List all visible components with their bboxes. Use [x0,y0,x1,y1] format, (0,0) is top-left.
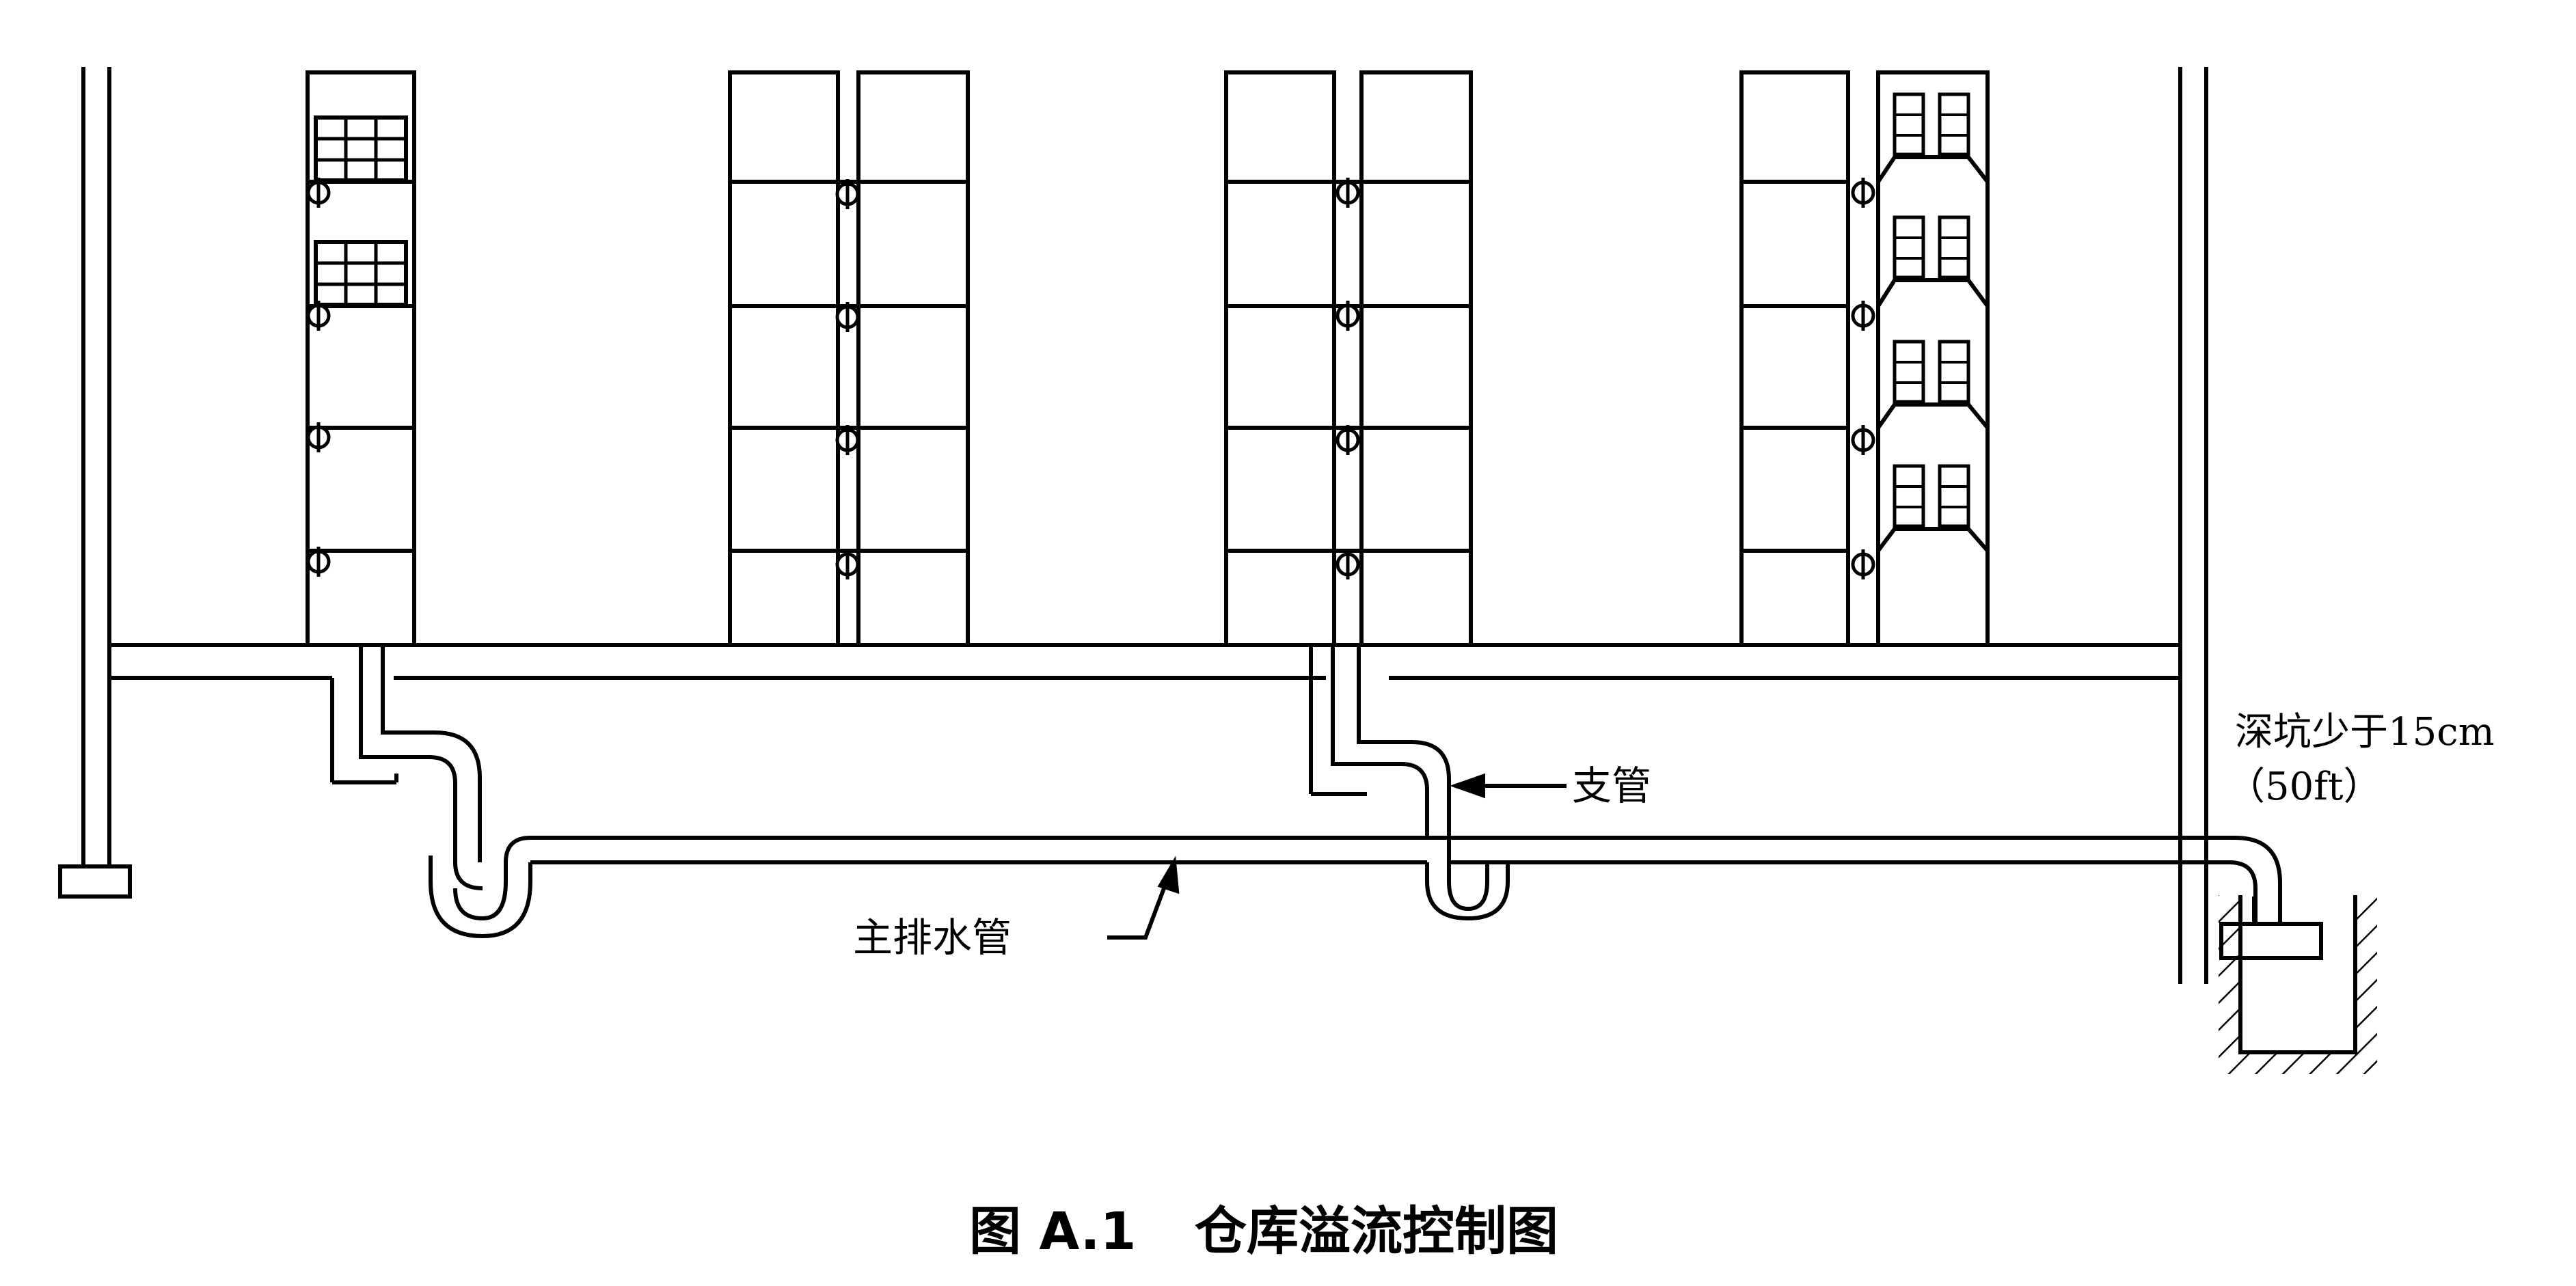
valve-icon [1338,549,1358,579]
main-drain-label: 主排水管 [853,914,1012,961]
leader-branch-pipe [1449,773,1567,799]
pit-depth-note: 深坑少于15cm [2235,710,2495,754]
window-icon [316,118,406,180]
branch-pipe-2 [1331,645,1451,838]
pit-depth-note-imperial: （50ft） [2227,765,2382,809]
valve-icon [1853,178,1873,208]
leader-main-drain [1107,856,1180,940]
storage-rack-3 [1224,70,1473,647]
figure-number: 图 A.1 [969,1201,1136,1261]
main-drain-pipe [429,836,2282,939]
figure-title: 仓库溢流控制图 [1195,1201,1558,1261]
storage-rack-4 [1739,70,1990,647]
sump-pit [2219,895,2377,1074]
floor-slab [109,643,2180,796]
left-column [58,67,132,899]
branch-pipe-label: 支管 [1572,763,1651,809]
branch-pipe-1 [359,645,483,890]
valve-icon [837,549,858,579]
valve-icon [1853,301,1873,331]
window-icon [316,242,406,305]
storage-rack-2 [728,70,970,647]
storage-rack-1 [306,70,416,647]
valve-icon [1853,549,1873,579]
valve-icon [1853,425,1873,455]
right-wall [2178,67,2208,984]
